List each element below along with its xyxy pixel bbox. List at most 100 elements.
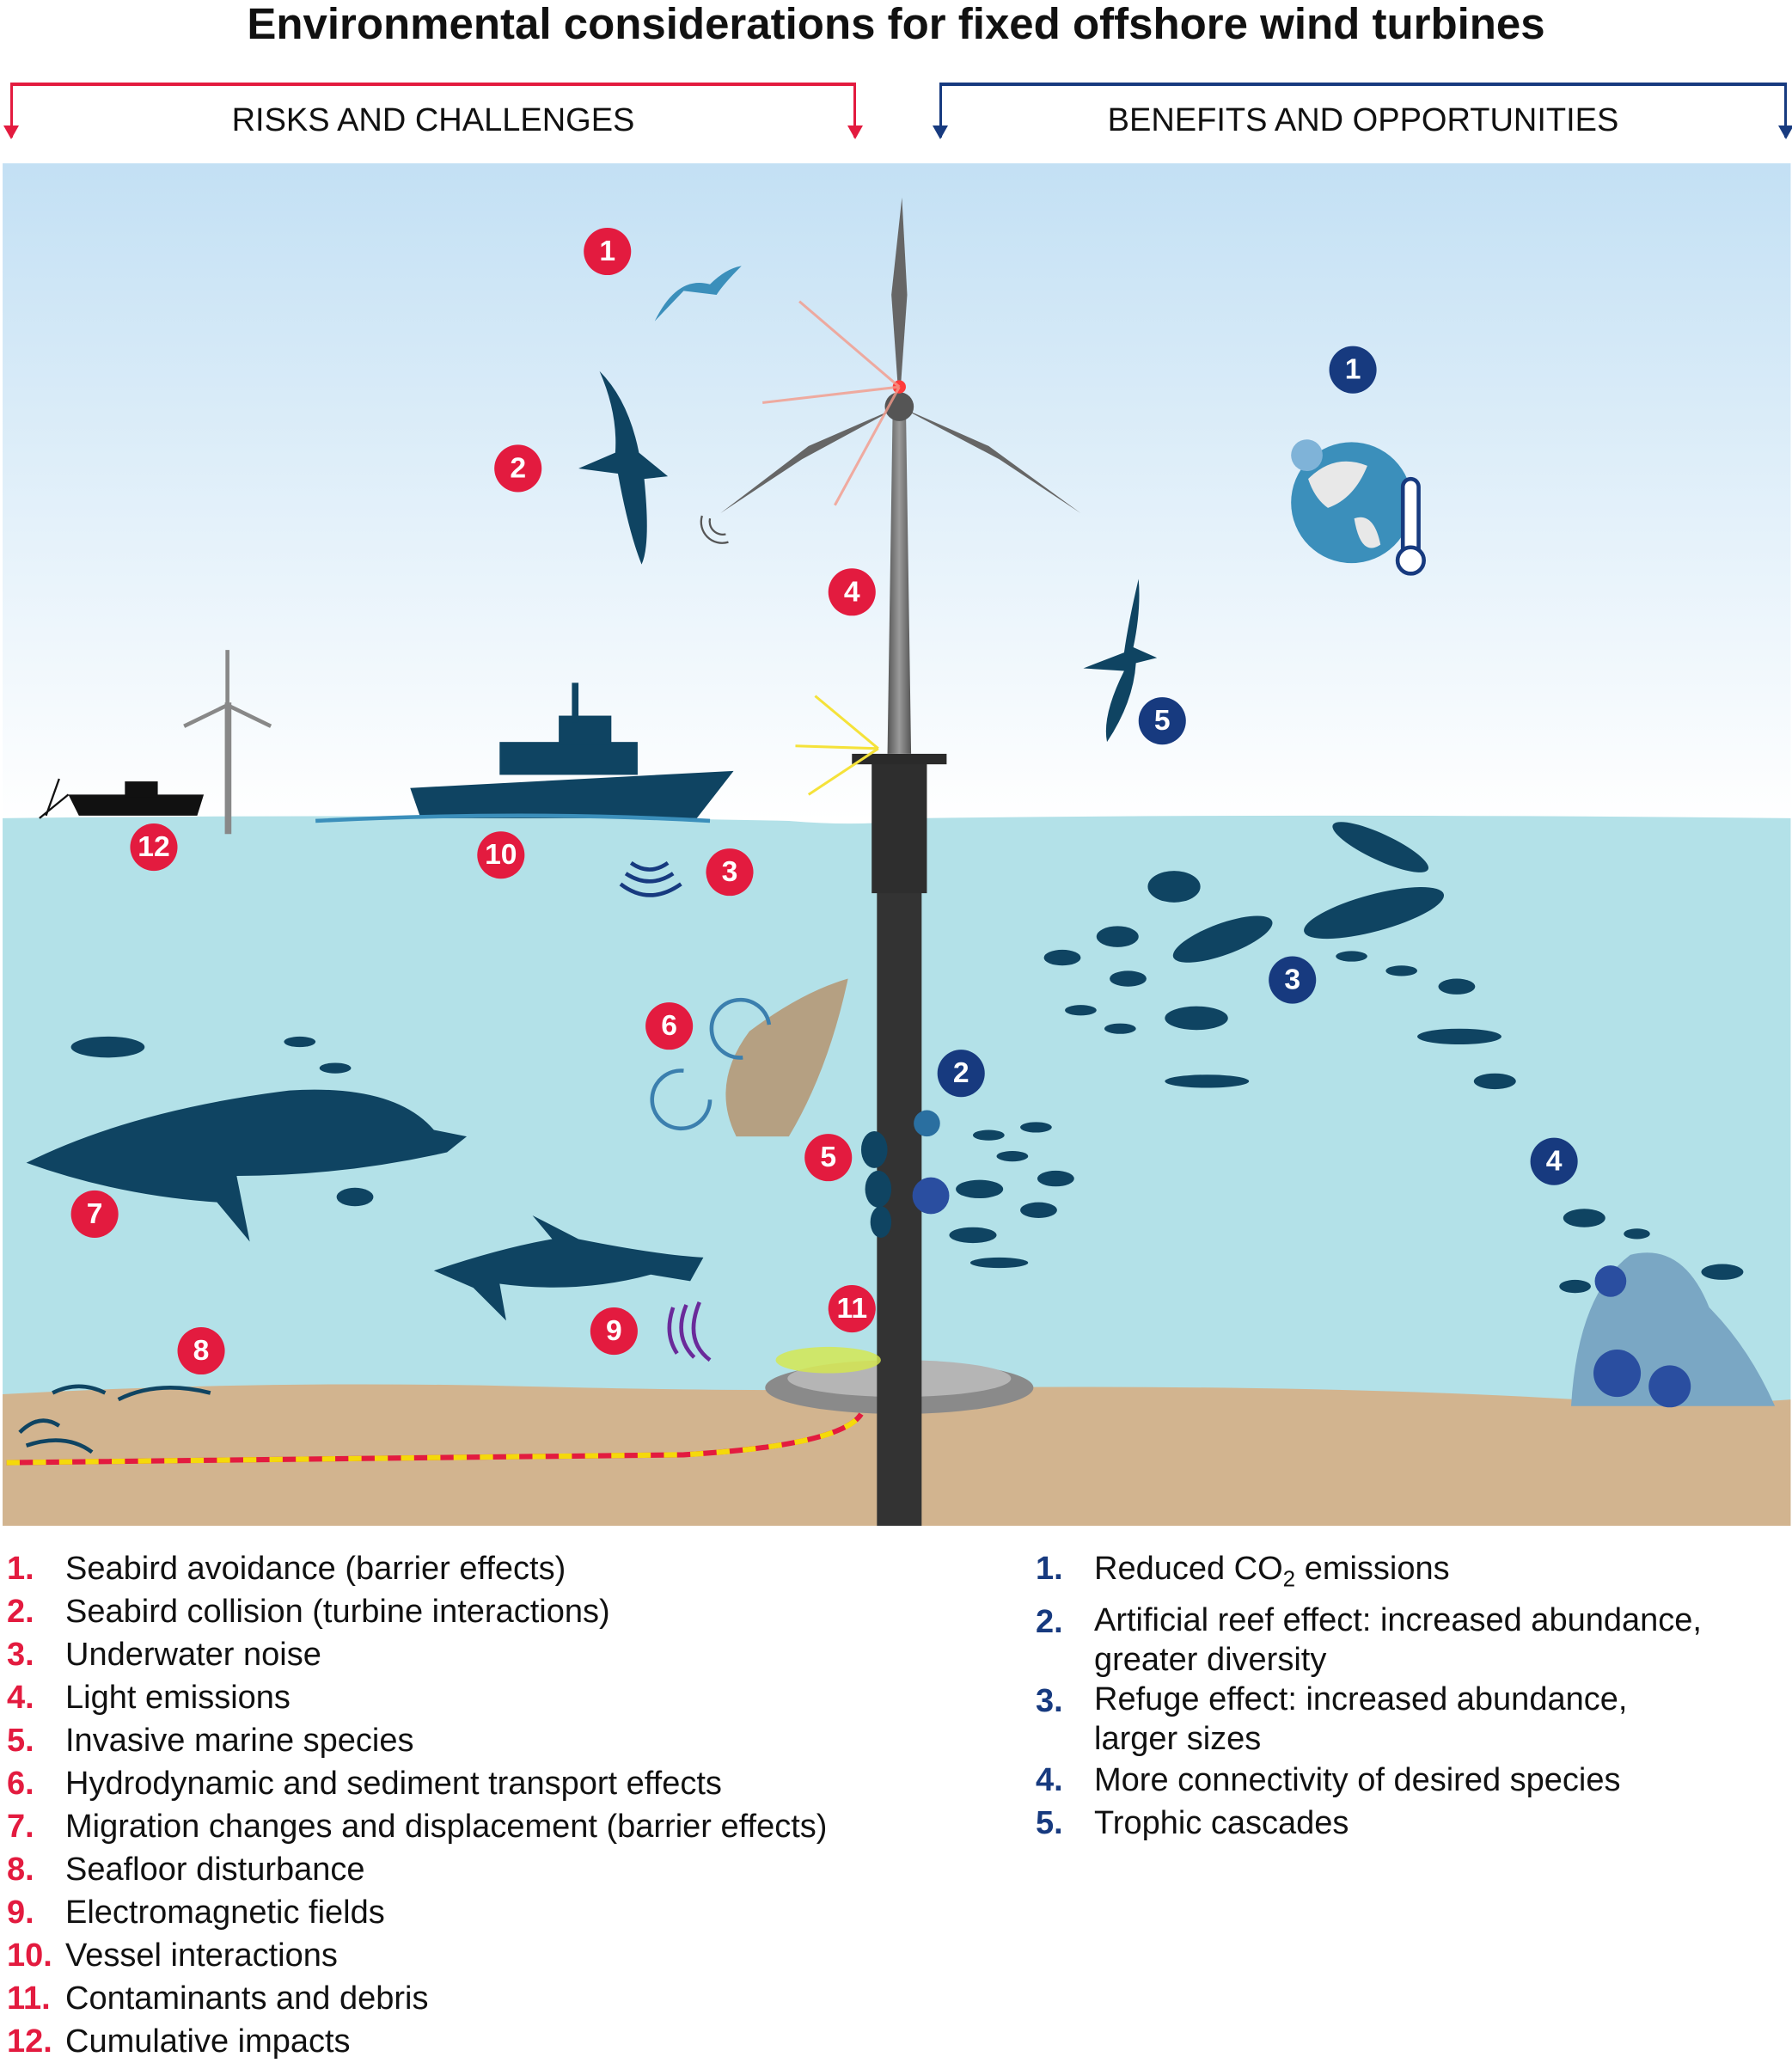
list-item: 9. Electromagnetic fields — [7, 1891, 827, 1934]
risk-marker-9[interactable]: 9 — [590, 1307, 638, 1356]
list-item: 7. Migration changes and displacement (ba… — [7, 1805, 827, 1848]
list-number: 5. — [7, 1723, 34, 1759]
page-title: Environmental considerations for fixed o… — [247, 0, 1545, 48]
risks-bracket — [3, 83, 863, 139]
list-number: 2. — [1036, 1603, 1063, 1640]
fishing-vessel — [39, 778, 205, 819]
svg-text:4: 4 — [844, 576, 860, 608]
benefits-heading: BENEFITS AND OPPORTUNITIES — [1107, 102, 1619, 138]
list-text: Reduced CO2 emissions — [1094, 1547, 1450, 1601]
risk-marker-8[interactable]: 8 — [177, 1326, 225, 1375]
contaminants — [775, 1346, 881, 1374]
list-number: 4. — [1036, 1761, 1063, 1798]
benefit-marker-5[interactable]: 5 — [1138, 697, 1186, 745]
em-field-icon — [667, 1301, 712, 1362]
risk-marker-6[interactable]: 6 — [645, 1002, 694, 1050]
list-text: Electromagnetic fields — [65, 1895, 385, 1931]
risk-marker-7[interactable]: 7 — [70, 1190, 119, 1238]
seabird-icon — [1083, 578, 1158, 743]
list-text: Hydrodynamic and sediment transport effe… — [65, 1766, 722, 1802]
list-number: 3. — [7, 1637, 34, 1673]
seafloor-worms — [18, 1384, 211, 1454]
offshore-scene-illustration: 1 2 3 4 5 6 7 8 9 10 11 12 1 2 3 4 5 — [3, 163, 1791, 1526]
risk-marker-3[interactable]: 3 — [706, 848, 754, 897]
risk-marker-12[interactable]: 12 — [130, 823, 178, 872]
list-text: Migration changes and displacement (barr… — [65, 1809, 828, 1845]
sound-waves-icon — [619, 861, 682, 897]
list-number: 7. — [7, 1809, 34, 1845]
list-text: Cumulative impacts — [65, 2023, 351, 2060]
svg-text:6: 6 — [661, 1010, 677, 1042]
benefit-marker-3[interactable]: 3 — [1269, 956, 1317, 1004]
sediment-plume — [725, 978, 848, 1137]
list-item: 2. Seabird collision (turbine interaction… — [7, 1590, 827, 1633]
circulation-arrows-icon — [650, 997, 772, 1131]
list-item: 12.Cumulative impacts — [7, 2020, 827, 2063]
pile-growth — [860, 1110, 950, 1238]
list-number: 1. — [1036, 1551, 1063, 1587]
list-text: Invasive marine species — [65, 1723, 414, 1759]
marine-life — [26, 822, 1744, 1321]
benefit-marker-2[interactable]: 2 — [937, 1050, 985, 1098]
list-text: Vessel interactions — [65, 1938, 338, 1974]
seabird-icon — [578, 370, 669, 565]
risk-marker-11[interactable]: 11 — [828, 1285, 876, 1333]
text-part: Reduced CO — [1094, 1551, 1283, 1587]
risk-marker-10[interactable]: 10 — [477, 831, 525, 879]
list-item: 10. Vessel interactions — [7, 1934, 827, 1977]
list-text: Light emissions — [65, 1680, 291, 1716]
risks-list: 1. Seabird avoidance (barrier effects) 2.… — [7, 1547, 827, 2063]
list-item: 6.Hydrodynamic and sediment transport ef… — [7, 1762, 827, 1805]
globe-thermometer-icon — [1291, 439, 1426, 576]
list-item: 1. Seabird avoidance (barrier effects) — [7, 1547, 827, 1590]
list-item: 3. Underwater noise — [7, 1633, 827, 1676]
risk-marker-1[interactable]: 1 — [584, 227, 632, 276]
svg-text:5: 5 — [820, 1142, 836, 1173]
list-number: 2. — [7, 1594, 34, 1630]
risk-marker-4[interactable]: 4 — [828, 568, 876, 616]
research-vessel — [315, 683, 734, 823]
list-item: 5. Invasive marine species — [7, 1719, 827, 1762]
list-item: 2. Artificial reef effect: increased abun… — [1036, 1601, 1792, 1680]
svg-text:3: 3 — [722, 856, 738, 888]
svg-text:7: 7 — [87, 1198, 103, 1230]
list-text: Seabird collision (turbine interactions) — [65, 1594, 610, 1630]
list-text: Underwater noise — [65, 1637, 321, 1673]
list-item: 5. Trophic cascades — [1036, 1802, 1792, 1845]
list-number: 4. — [7, 1680, 34, 1716]
list-number: 1. — [7, 1551, 34, 1587]
list-text: Refuge effect: increased abundance, larg… — [1094, 1680, 1628, 1757]
svg-text:10: 10 — [485, 839, 517, 871]
list-item: 1. Reduced CO2 emissions — [1036, 1547, 1792, 1601]
list-number: 10. — [7, 1938, 52, 1974]
svg-text:3: 3 — [1284, 964, 1300, 996]
seabird-icon — [654, 266, 742, 321]
svg-text:9: 9 — [606, 1315, 622, 1347]
svg-text:2: 2 — [510, 452, 526, 484]
risk-marker-2[interactable]: 2 — [494, 444, 542, 493]
text-part: emissions — [1295, 1551, 1450, 1587]
list-item: 4. More connectivity of desired species — [1036, 1759, 1792, 1802]
list-number: 3. — [1036, 1682, 1063, 1719]
svg-text:1: 1 — [1345, 354, 1361, 386]
risks-heading: RISKS AND CHALLENGES — [231, 102, 635, 138]
list-number: 5. — [1036, 1804, 1063, 1841]
list-item: 3. Refuge effect: increased abundance, la… — [1036, 1680, 1792, 1759]
list-text: More connectivity of desired species — [1094, 1761, 1621, 1798]
list-item: 4. Light emissions — [7, 1676, 827, 1719]
list-text: Seabird avoidance (barrier effects) — [65, 1551, 566, 1587]
list-text: Seafloor disturbance — [65, 1852, 365, 1888]
svg-text:8: 8 — [193, 1335, 210, 1367]
svg-text:2: 2 — [953, 1057, 969, 1089]
benefit-marker-1[interactable]: 1 — [1329, 346, 1377, 394]
list-text: Trophic cascades — [1094, 1804, 1349, 1841]
benefit-marker-4[interactable]: 4 — [1530, 1137, 1578, 1185]
svg-text:4: 4 — [1546, 1146, 1563, 1178]
list-number: 9. — [7, 1895, 34, 1931]
svg-text:1: 1 — [599, 236, 615, 267]
reef — [1571, 1252, 1776, 1408]
svg-text:5: 5 — [1154, 705, 1171, 737]
list-number: 8. — [7, 1852, 34, 1888]
risk-marker-5[interactable]: 5 — [804, 1134, 853, 1182]
list-text: Artificial reef effect: increased abunda… — [1094, 1601, 1702, 1678]
